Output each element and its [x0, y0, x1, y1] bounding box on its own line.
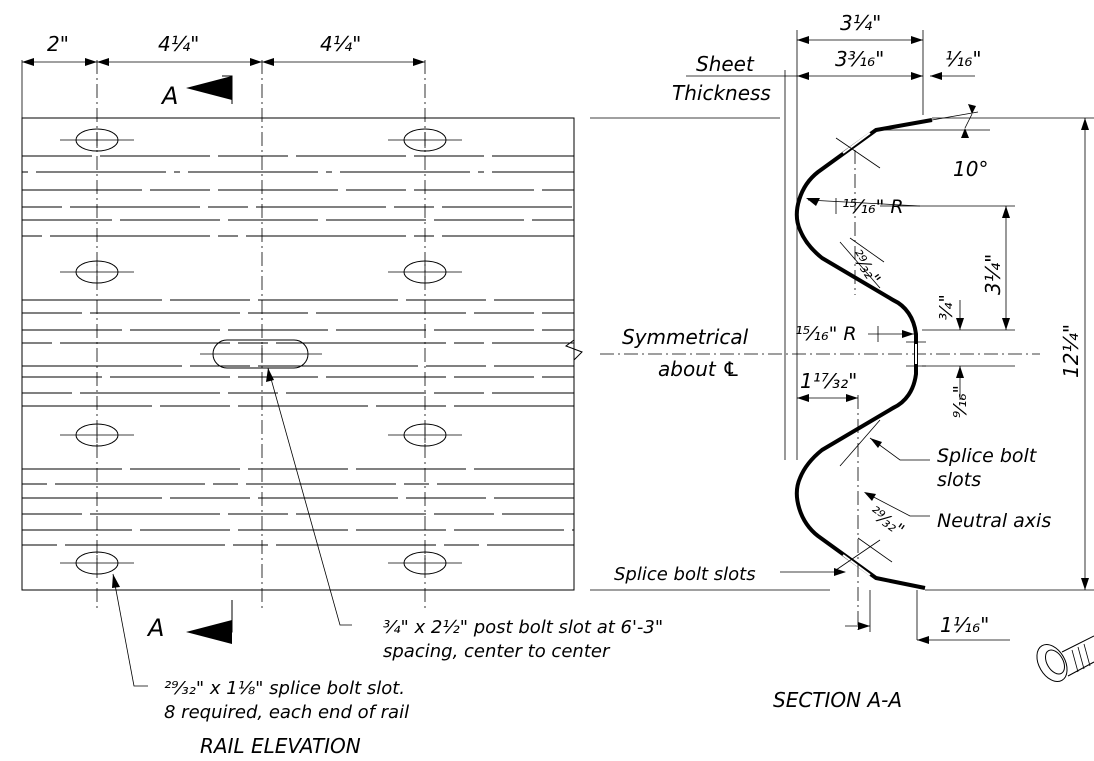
dim-29-32-top: ²⁹⁄₃₂" — [846, 246, 884, 289]
splice-bolt-slots — [60, 128, 462, 575]
splice-slot — [60, 128, 134, 152]
dim-4-1-4-right: 4¼" — [320, 32, 361, 56]
post-bolt-note-line2: spacing, center to center — [383, 641, 611, 662]
dim-2in: 2" — [47, 32, 69, 56]
rail-elevation-view: 2" 4¼" 4¼" A A ¾" x 2½" post bolt slot a… — [21, 32, 663, 758]
splice-bolt-slots-label: Splice bolt slots — [614, 564, 756, 585]
section-mark-top: A — [160, 82, 178, 110]
splice-slot-note-line1: ²⁹⁄₃₂" x 1⅛" splice bolt slot. — [164, 678, 405, 699]
dim-9-16: ⁹⁄₁₆" — [950, 385, 971, 418]
post-bolt-note-line1: ¾" x 2½" post bolt slot at 6'-3" — [383, 617, 663, 638]
sheet-label: Sheet — [696, 52, 755, 76]
section-aa-title: SECTION A-A — [773, 688, 902, 712]
splice-slot — [60, 551, 134, 575]
splice-slot — [388, 128, 462, 152]
radius-15-16-mid: ¹⁵⁄₁₆" R — [795, 323, 857, 345]
about-cl-label: about ℄ — [658, 357, 740, 381]
dim-4-1-4-left: 4¼" — [158, 32, 199, 56]
slots-label: slots — [937, 469, 981, 491]
top-dimensions — [21, 58, 425, 118]
rail-elevation-title: RAIL ELEVATION — [200, 734, 361, 758]
dim-3-4: ¾" — [936, 294, 957, 320]
section-mark-bottom: A — [146, 614, 164, 642]
dim-1-16: ¹⁄₁₆" — [945, 47, 982, 71]
splice-slot-note-line2: 8 required, each end of rail — [164, 702, 409, 723]
splice-bolt-label: Splice bolt — [937, 445, 1038, 467]
neutral-axis-label: Neutral axis — [937, 510, 1051, 532]
rail-plate-outline — [21, 117, 575, 591]
symmetrical-label: Symmetrical — [622, 325, 749, 349]
dim-1-17-32: 1¹⁷⁄₃₂" — [800, 369, 857, 393]
section-aa-view: 3¼" 3³⁄₁₆" ¹⁄₁₆" Sheet Thickness 10° ¹⁵⁄… — [590, 11, 1094, 712]
dim-29-32-bottom: ²⁹⁄₃₂" — [865, 503, 908, 541]
dim-3-1-4-top: 3¼" — [840, 11, 881, 35]
dim-1-1-16: 1¹⁄₁₆" — [940, 613, 989, 637]
dim-3-3-16: 3³⁄₁₆" — [835, 47, 884, 71]
profile-slots — [835, 132, 926, 576]
radius-15-16-top: ¹⁵⁄₁₆" R — [842, 196, 904, 218]
splice-slot — [60, 423, 134, 447]
bolt-icon — [1036, 635, 1094, 682]
splice-slot — [60, 260, 134, 284]
splice-slot-leader — [112, 573, 148, 687]
splice-slot — [388, 260, 462, 284]
dim-12-1-4: 12¼" — [1059, 324, 1083, 378]
dim-3-1-4-side: 3¼" — [981, 254, 1005, 295]
section-arrow-icon — [186, 75, 233, 104]
splice-slot — [388, 423, 462, 447]
thickness-label: Thickness — [672, 81, 771, 105]
post-bolt-leader — [267, 367, 352, 626]
post-bolt-slot — [200, 339, 322, 369]
section-arrow-icon — [186, 600, 233, 644]
splice-slot — [388, 551, 462, 575]
corrugation-lines — [22, 155, 574, 546]
angle-10: 10° — [953, 157, 988, 181]
